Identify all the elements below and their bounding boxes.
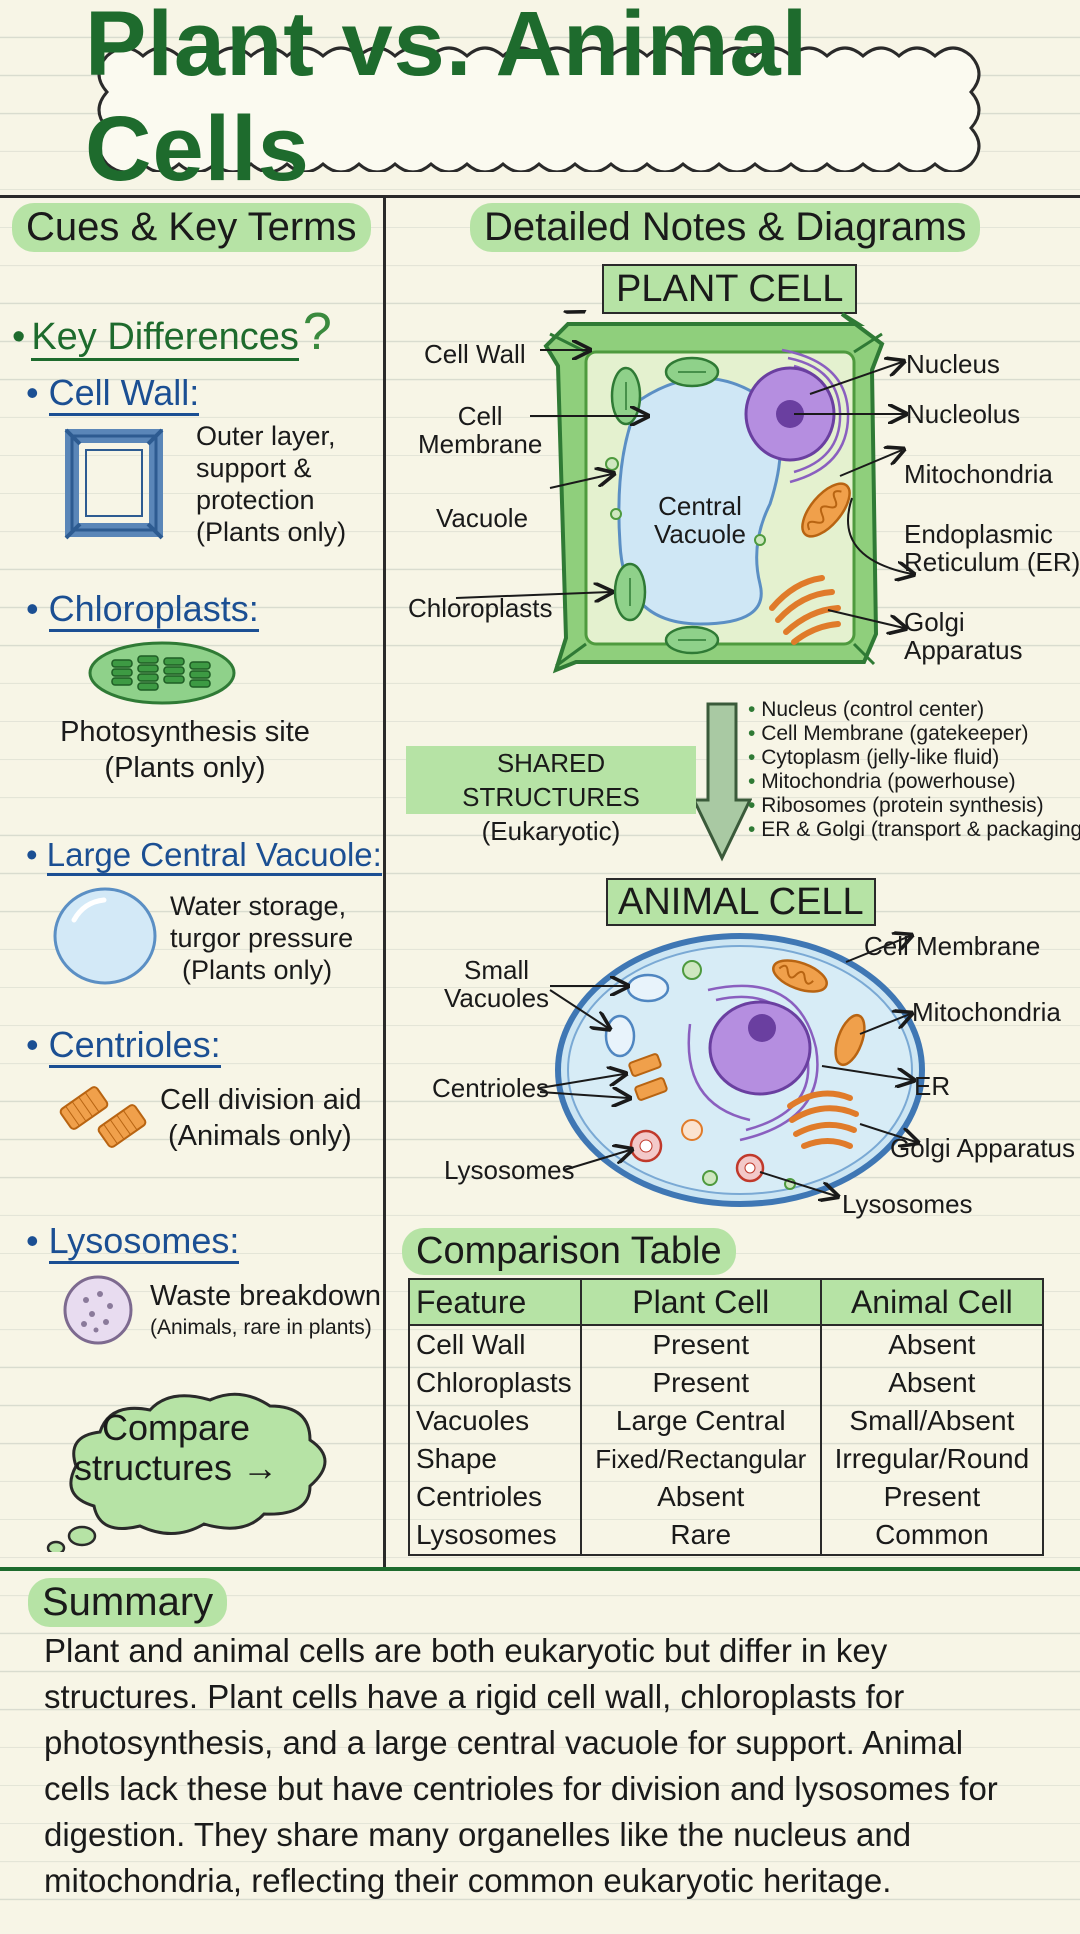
lysosomes-desc: Waste breakdown (Animals, rare in plants… [150,1280,382,1339]
label-vacuole: Vacuole [436,503,529,533]
comparison-heading: Comparison Table [402,1228,736,1275]
term-chloroplasts: • Chloroplasts: [26,588,259,632]
cell-wall-desc: Outer layer,support &protection(Plants o… [196,421,347,547]
summary-divider [0,1567,1080,1571]
term-vacuole: • Large Central Vacuole: [26,836,382,876]
title-banner: Plant vs. Animal Cells [85,0,995,200]
notes-heading: Detailed Notes & Diagrams [470,203,981,252]
term-centrioles: • Centrioles: [26,1024,221,1068]
centrioles-desc: Cell division aid(Animals only) [160,1084,362,1152]
label-nucleus: Nucleus [906,349,1000,379]
chloroplasts-desc: Photosynthesis site(Plants only) [60,716,310,784]
label-animal-er: ER [914,1071,951,1101]
column-divider [383,195,386,1567]
chloroplast-icon [88,641,236,705]
thought-cloud [46,1392,327,1552]
term-lysosomes: • Lysosomes: [26,1220,240,1264]
shared-item: • Cytoplasm (jelly-like fluid) [748,746,1000,769]
shared-item: • Mitochondria (powerhouse) [748,770,1016,793]
summary-heading: Summary [28,1578,228,1627]
lysosome-icon [63,1275,133,1345]
table-header-row: Feature Plant Cell Animal Cell [408,1278,1045,1326]
centrioles-icon [59,1086,147,1148]
vacuole-icon [53,887,157,985]
label-mitochondria: Mitochondria [904,459,1053,489]
label-lysosomes-right: Lysosomes [842,1189,973,1219]
plant-cell-title: PLANT CELL [602,264,858,314]
down-arrow-icon [692,702,752,862]
label-lysosomes-left: Lysosomes [444,1155,575,1185]
label-chloroplasts: Chloroplasts [408,593,553,623]
summary-body: Plant and animal cells are both eukaryot… [44,1632,998,1899]
cues-heading: Cues & Key Terms [12,203,371,252]
header-divider [0,195,1080,198]
label-nucleolus: Nucleolus [906,399,1021,429]
shared-item: • Cell Membrane (gatekeeper) [748,722,1029,745]
shared-item: • ER & Golgi (transport & packaging) [748,818,1080,841]
label-centrioles: Centrioles [432,1073,550,1103]
term-cell-wall: • Cell Wall: [26,372,200,416]
comparison-table: Feature Plant Cell Animal Cell Cell Wall… [408,1278,1045,1556]
key-differences-heading: •Key Differences? [12,303,332,361]
col-animal: Animal Cell [819,1278,1045,1326]
shared-title-box: SHARED STRUCTURES (Eukaryotic) [406,746,696,848]
animal-cell-diagram [539,924,925,1207]
arrow-right-icon: → [242,1447,279,1488]
shared-structures-list: • Nucleus (control center) • Cell Membra… [748,698,1080,842]
label-animal-membrane: Cell Membrane [864,931,1041,961]
label-animal-mitochondria: Mitochondria [912,997,1061,1027]
col-feature: Feature [408,1278,582,1326]
shared-item: • Ribosomes (protein synthesis) [748,794,1044,817]
shared-item: • Nucleus (control center) [748,698,985,721]
plant-cell-diagram [455,310,1080,674]
scalloped-border [97,46,981,172]
cell-wall-icon [64,428,164,540]
col-plant: Plant Cell [579,1278,822,1326]
question-mark-icon: ? [302,303,332,361]
page-title: Plant vs. Animal Cells [85,0,809,200]
vacuole-desc: Water storage,turgor pressure(Plants onl… [170,891,354,985]
label-cell-wall: Cell Wall [424,339,526,369]
label-animal-golgi: Golgi Apparatus [890,1133,1076,1163]
animal-cell-title: ANIMAL CELL [606,878,876,926]
